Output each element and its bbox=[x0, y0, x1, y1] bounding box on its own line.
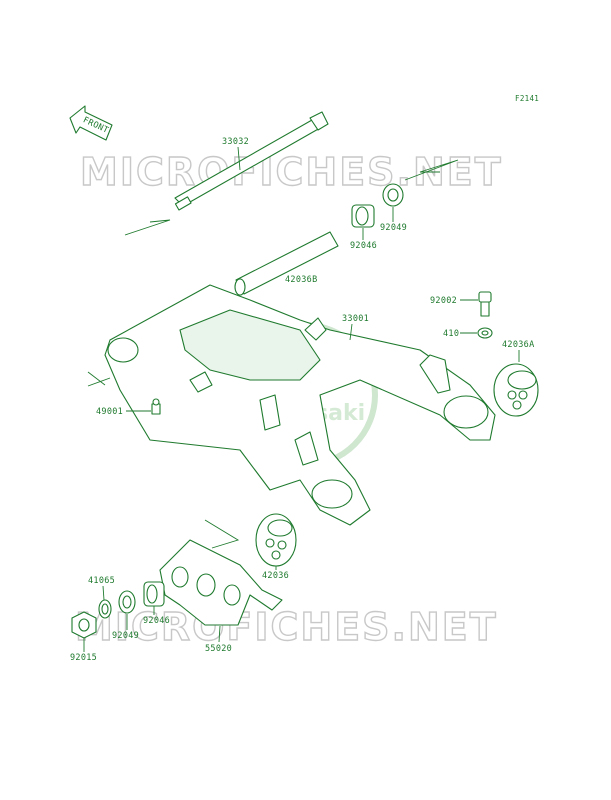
callout-92046-right: 92046 bbox=[350, 241, 377, 251]
callout-92049-right: 92049 bbox=[380, 223, 407, 233]
callout-49001: 49001 bbox=[96, 407, 123, 417]
nut bbox=[71, 611, 97, 639]
callout-92015: 92015 bbox=[70, 653, 97, 663]
grease-nipple bbox=[151, 398, 161, 415]
callout-92049-left: 92049 bbox=[112, 631, 139, 641]
eccentric-hub-left bbox=[255, 513, 297, 567]
seal-right bbox=[382, 183, 404, 207]
callout-41065: 41065 bbox=[88, 576, 115, 586]
callout-410: 410 bbox=[443, 329, 459, 339]
bolt bbox=[478, 291, 492, 317]
callout-33032: 33032 bbox=[222, 137, 249, 147]
washer bbox=[477, 327, 493, 339]
leader-33032 bbox=[237, 146, 241, 171]
callout-33001: 33001 bbox=[342, 314, 369, 324]
watermark-bottom: MICROFICHES.NET bbox=[75, 605, 498, 649]
needle-bearing-right bbox=[351, 204, 375, 228]
callout-42036b: 42036B bbox=[285, 275, 318, 285]
pivot-sleeve bbox=[234, 231, 339, 296]
figure-id: F2141 bbox=[515, 94, 539, 103]
pivot-shaft bbox=[174, 111, 329, 211]
callout-42036a: 42036A bbox=[502, 340, 535, 350]
washer-left bbox=[98, 599, 112, 619]
swingarm bbox=[104, 284, 496, 526]
seal-left bbox=[118, 590, 136, 614]
callout-92046-left: 92046 bbox=[143, 616, 170, 626]
chain-guard bbox=[159, 539, 283, 626]
callout-42036: 42036 bbox=[262, 571, 289, 581]
front-arrow-icon: FRONT bbox=[69, 105, 113, 141]
callout-55020: 55020 bbox=[205, 644, 232, 654]
eccentric-hub-right bbox=[493, 363, 539, 417]
needle-bearing-left bbox=[143, 581, 165, 607]
callout-92002: 92002 bbox=[430, 296, 457, 306]
